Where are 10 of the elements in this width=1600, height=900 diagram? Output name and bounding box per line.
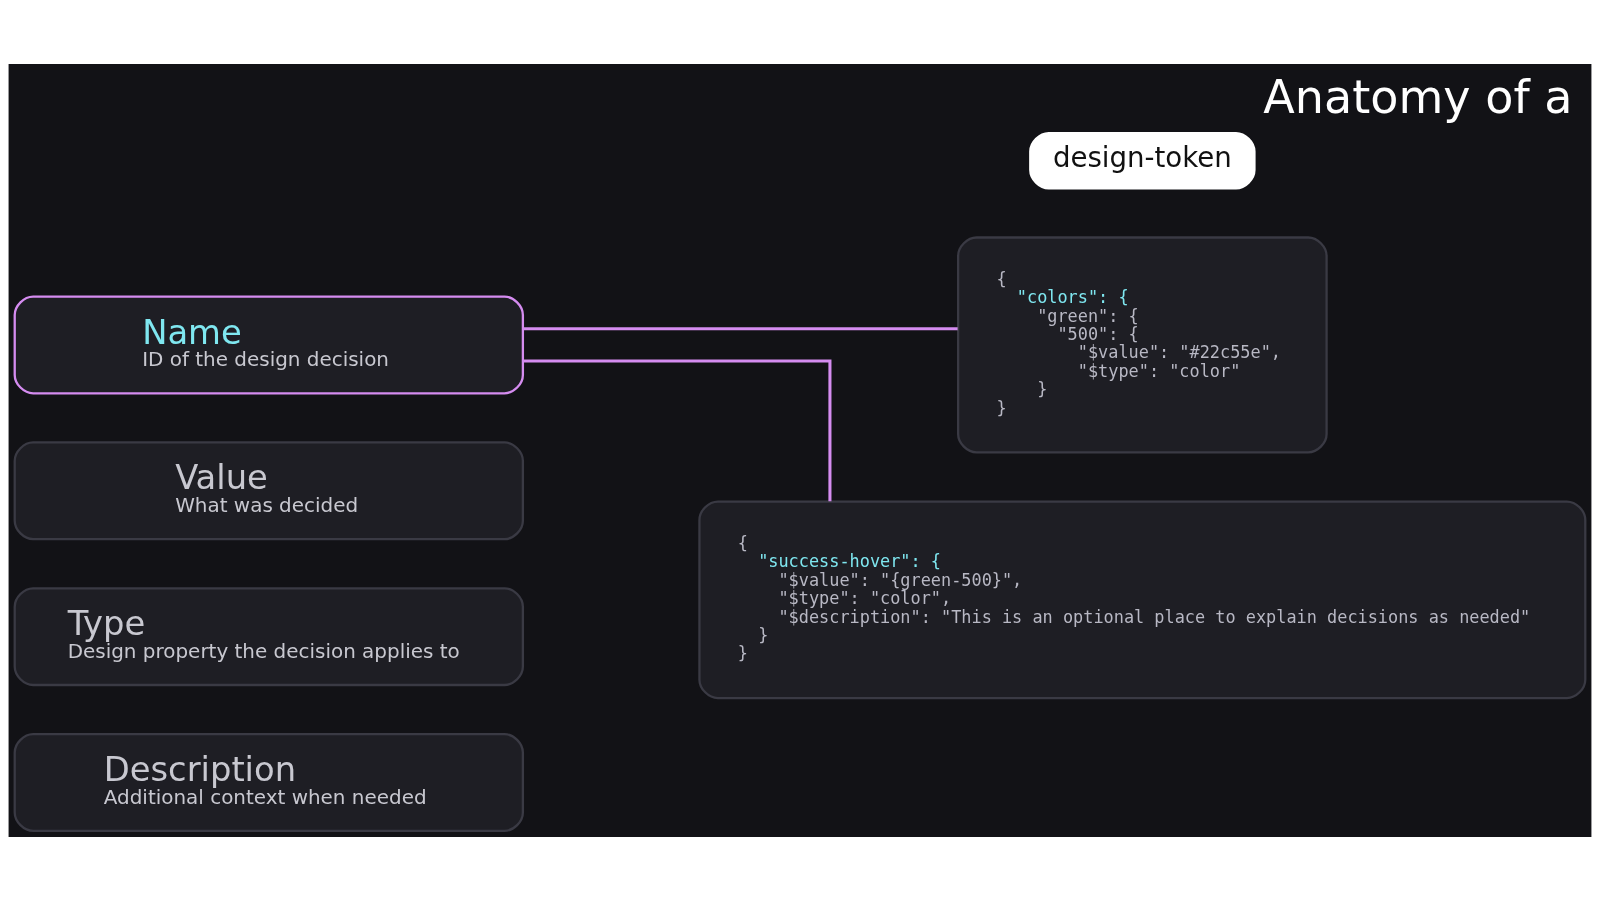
label: design-token <box>1052 140 1232 174</box>
node-box: Type Design property the decision applies to <box>13 586 525 686</box>
node-box: { "success-hover": { "$value": "{green-500}", "$type": "color", "$description": "This is an optional place to explain decisions as needed" } } <box>698 499 1587 699</box>
node-box: { "colors": { "green": { "500": { "$value": "#22c55e", "$type": "color" } } <box>957 235 1328 454</box>
node-box: Description Additional context when needed <box>13 732 525 832</box>
node-box: Value What was decided <box>13 440 525 540</box>
diagram-title: Anatomy of a <box>1263 69 1573 124</box>
connector <box>523 326 958 330</box>
node-box: Name ID of the design decision <box>13 294 525 394</box>
connector <box>523 359 832 501</box>
